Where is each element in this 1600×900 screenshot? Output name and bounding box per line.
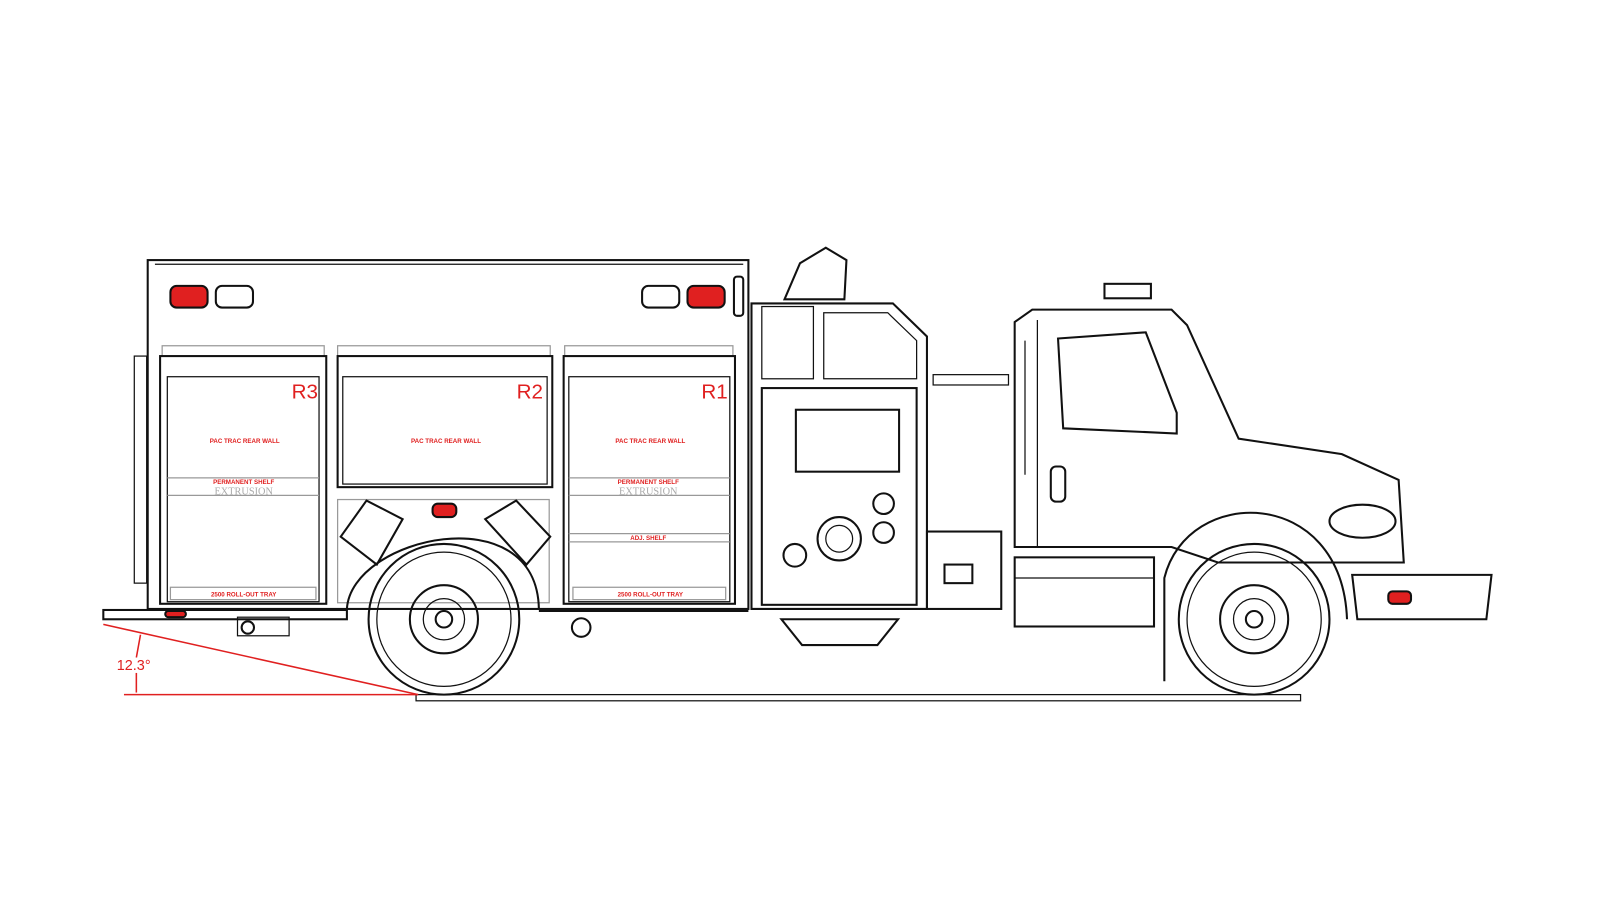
- front-bumper: [1351, 573, 1493, 621]
- rear-step: [102, 608, 348, 621]
- cab: [1013, 282, 1493, 682]
- gauge: [872, 492, 895, 516]
- adj-shelf-label: ADJ. SHELF: [630, 535, 666, 542]
- warning-light: [169, 284, 209, 309]
- shelf-label: PERMANENT SHELF: [213, 479, 274, 486]
- marker-light: [214, 284, 255, 309]
- intake-valve: [816, 516, 862, 562]
- rear-wheel: [367, 542, 521, 696]
- door-handle[interactable]: [1049, 465, 1067, 503]
- discharge: [782, 542, 808, 568]
- headlight: [1328, 503, 1397, 539]
- rear-body: [102, 259, 750, 637]
- pump-house: [750, 246, 1010, 647]
- wall-label: PAC TRAC REAR WALL: [411, 438, 481, 445]
- tray-label: 2500 ROLL-OUT TRAY: [211, 592, 277, 599]
- marker-light: [641, 284, 681, 309]
- compartment-r1[interactable]: R1 PAC TRAC REAR WALL PERMANENT SHELF EX…: [562, 345, 737, 605]
- front-wheel: [1177, 542, 1331, 696]
- extrusion-label: EXTRUSION: [619, 486, 678, 497]
- compartment-id: R2: [517, 380, 543, 403]
- cab-window: [1056, 331, 1178, 435]
- storage-box: [483, 499, 552, 567]
- departure-angle-dimension: 12.3°: [103, 623, 419, 696]
- side-marker-light: [431, 502, 458, 519]
- rear-fender: [345, 537, 540, 610]
- warning-light: [686, 284, 726, 309]
- compartment-id: R3: [292, 380, 318, 403]
- wall-label: PAC TRAC REAR WALL: [210, 438, 280, 445]
- grab-handle: [732, 275, 745, 317]
- compartment-id: R1: [701, 380, 727, 403]
- shelf-label: PERMANENT SHELF: [618, 479, 679, 486]
- ground-line: [415, 693, 1302, 702]
- lightbar: [1103, 282, 1152, 300]
- wall-label: PAC TRAC REAR WALL: [615, 438, 685, 445]
- extrusion-label: EXTRUSION: [214, 486, 273, 497]
- gauge: [872, 521, 895, 544]
- deck-gun: [782, 246, 848, 301]
- departure-angle-label: 12.3°: [117, 658, 151, 674]
- compartment-r2[interactable]: R2 PAC TRAC REAR WALL: [336, 345, 554, 604]
- front-fender: [1163, 511, 1349, 682]
- tray-label: 2500 ROLL-OUT TRAY: [618, 592, 684, 599]
- compartment-r3[interactable]: R3 PAC TRAC REAR WALL PERMANENT SHELF EX…: [159, 345, 328, 605]
- storage-box: [339, 499, 405, 567]
- rear-ladder: [133, 355, 148, 584]
